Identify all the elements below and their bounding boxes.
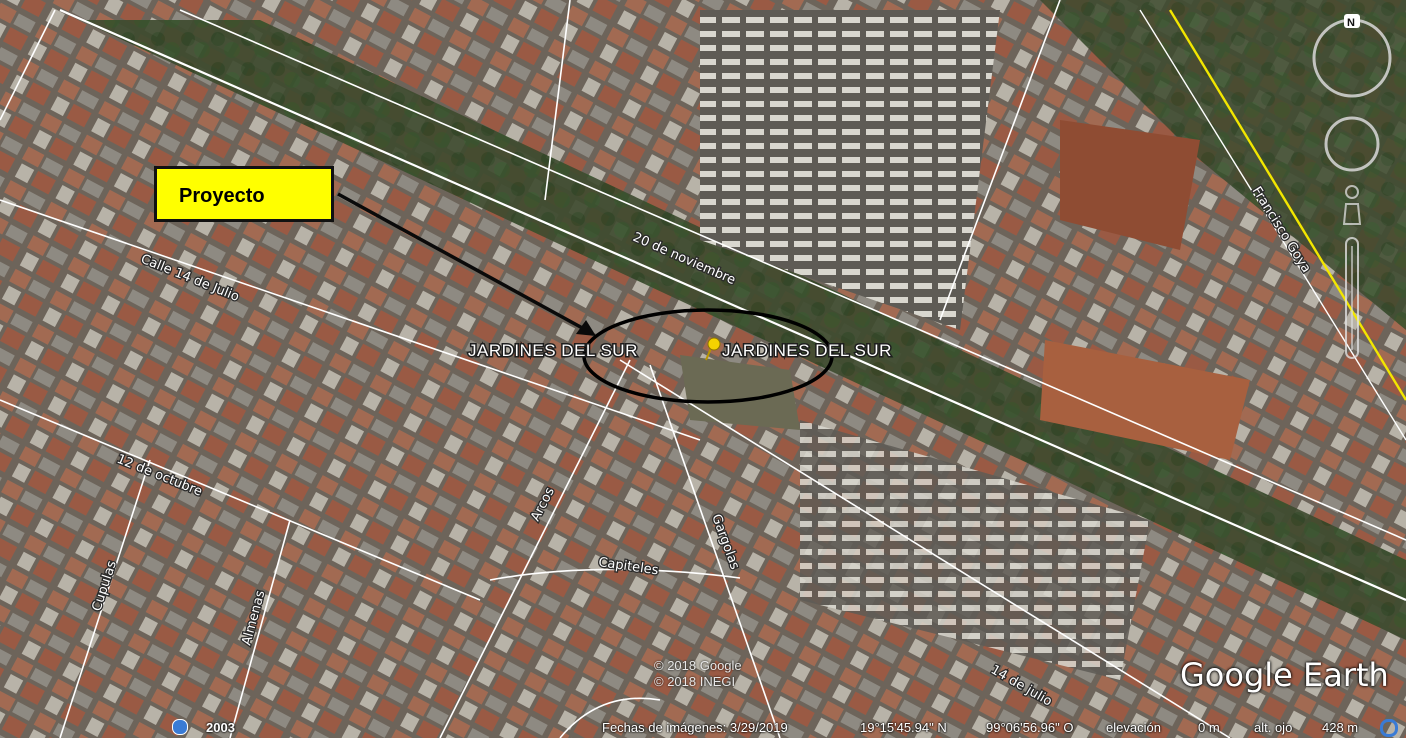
imagery-building-red-2 xyxy=(1060,120,1200,250)
imagery-bus-depot xyxy=(700,10,1000,330)
place-label-jardines-del-sur: JARDINES DEL SUR xyxy=(468,341,638,360)
road-20-noviembre-b xyxy=(179,9,1406,541)
imagery-year[interactable]: 2003 xyxy=(206,720,235,735)
elevation-value: 0 m xyxy=(1198,720,1220,735)
road-left-edge xyxy=(0,9,56,121)
road-cupulas xyxy=(59,459,151,738)
look-joystick-icon[interactable] xyxy=(1324,116,1380,172)
road-calle-14-julio xyxy=(0,199,701,441)
eye-altitude-value: 428 m xyxy=(1322,720,1359,735)
imagery-parking xyxy=(800,420,1150,680)
road-vertical-1 xyxy=(544,0,571,201)
imagery-date: Fechas de imágenes: 3/29/2019 xyxy=(602,720,788,735)
imagery-building-red xyxy=(1040,340,1250,460)
road-capiteles xyxy=(489,568,741,581)
copyright-notice: © 2018 Google © 2018 INEGI xyxy=(654,658,742,690)
google-earth-logo: Google Earth xyxy=(1180,656,1389,694)
compass-north-label: N xyxy=(1347,17,1355,29)
imagery-tree-strip xyxy=(80,20,1406,640)
street-view-pegman-icon[interactable] xyxy=(1342,185,1362,225)
road-almenas xyxy=(229,519,291,738)
callout-arrowhead xyxy=(576,320,596,336)
pushpin-icon[interactable] xyxy=(705,337,721,361)
road-gargolas xyxy=(649,364,781,738)
road-goya-white xyxy=(1139,9,1406,441)
latitude: 19°15'45.94" N xyxy=(860,720,947,735)
compass-north-badge xyxy=(1344,14,1360,28)
road-bottom-curve xyxy=(559,697,661,738)
callout-arrow xyxy=(337,192,587,332)
copyright-google: © 2018 Google xyxy=(654,658,742,673)
place-label-jardines-del-sur: JARDINES DEL SUR xyxy=(722,341,892,360)
project-ellipse xyxy=(582,308,834,404)
project-callout: Proyecto xyxy=(154,166,334,222)
road-20-noviembre-a xyxy=(59,8,1406,602)
eye-altitude-label: alt. ojo xyxy=(1254,720,1293,735)
road-12-octubre xyxy=(0,399,481,601)
longitude: 99°06'56.96" O xyxy=(986,720,1074,735)
road-goya-yellow xyxy=(1168,9,1406,401)
historical-imagery-icon[interactable] xyxy=(172,719,188,735)
imagery-project-lot xyxy=(680,355,800,430)
zoom-slider[interactable] xyxy=(1345,237,1359,359)
copyright-inegi: © 2018 INEGI xyxy=(654,674,736,689)
road-arcos xyxy=(439,359,631,738)
status-bar: 2003 Fechas de imágenes: 3/29/2019 19°15… xyxy=(0,716,1406,738)
callout-label: Proyecto xyxy=(179,185,265,207)
streaming-status-icon xyxy=(1380,719,1398,737)
navigation-controls[interactable]: N xyxy=(1312,14,1392,374)
compass-ring[interactable] xyxy=(1312,18,1392,98)
road-vertical-2 xyxy=(939,0,1061,321)
elevation-label: elevación xyxy=(1106,720,1161,735)
road-14-julio xyxy=(619,359,1231,738)
